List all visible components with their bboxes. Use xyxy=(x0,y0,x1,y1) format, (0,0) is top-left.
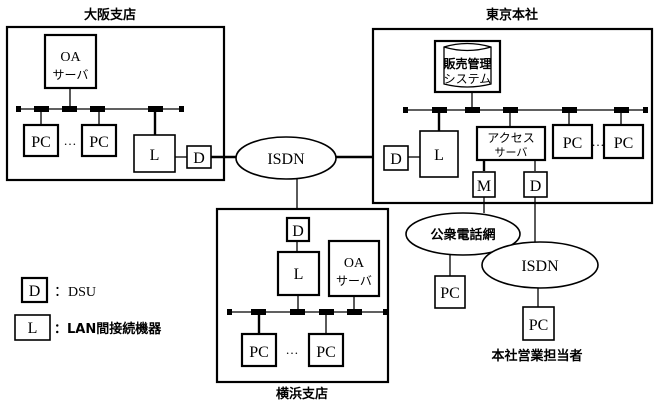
public-phone-ellipse xyxy=(405,212,521,256)
tokyo-d2-label: D xyxy=(530,178,542,195)
osaka-pc-1: PC xyxy=(22,123,60,158)
isdn-sales-label: ISDN xyxy=(521,258,559,275)
osaka-lan-device: L xyxy=(133,134,176,173)
tokyo-dsu: D xyxy=(383,145,409,171)
tokyo-pc-2: PC xyxy=(602,123,645,160)
yokohama-pc-2: PC xyxy=(307,332,345,368)
remote-pc-isdn: PC xyxy=(522,306,555,341)
yokohama-oa-server: OA サーバ xyxy=(327,239,381,298)
tokyo-pc-label: PC xyxy=(563,135,583,152)
legend-item-lan: L ：LAN間接続機器 xyxy=(14,314,162,341)
isdn-sales-cloud: ISDN xyxy=(481,241,599,289)
tokyo-lan-device: L xyxy=(419,130,459,178)
osaka-dsu: D xyxy=(186,145,212,169)
modem-label: M xyxy=(477,178,491,195)
osaka-pc-2: PC xyxy=(80,123,118,158)
public-phone-label: 公衆電話網 xyxy=(430,227,495,243)
yokohama-pc-box xyxy=(307,332,345,368)
osaka-l-box xyxy=(133,134,176,173)
yokohama-d-label: D xyxy=(292,223,304,240)
legend-d-symbol: D xyxy=(29,283,41,300)
legend-l-text: ：LAN間接続機器 xyxy=(54,321,162,337)
sales-system-box xyxy=(433,39,502,94)
yokohama-pc-box xyxy=(240,332,278,368)
sales-system-label-2: システム xyxy=(444,72,492,86)
osaka-oa-server: OA サーバ xyxy=(43,33,98,90)
yokohama-pc-1: PC xyxy=(240,332,278,368)
public-phone-network: 公衆電話網 xyxy=(405,212,521,256)
tokyo-dsu-isdn: D xyxy=(523,171,548,198)
yokohama-server-label: サーバ xyxy=(336,274,372,288)
tokyo-d-box xyxy=(383,145,409,171)
tokyo-title: 東京本社 xyxy=(486,7,538,23)
legend-d-box xyxy=(20,276,49,304)
tokyo-l-label: L xyxy=(434,147,444,164)
osaka-pc-label: PC xyxy=(31,134,51,151)
yokohama-bus-tap xyxy=(290,309,305,315)
yokohama-pc-label: PC xyxy=(249,344,269,361)
osaka-d-label: D xyxy=(193,150,205,167)
tokyo-pc-box xyxy=(602,123,645,160)
tokyo-bus-terminator xyxy=(643,107,648,113)
tokyo-pc-1: PC xyxy=(551,123,594,160)
osaka-l-label: L xyxy=(150,147,160,164)
yokohama-oa-label: OA xyxy=(344,256,365,271)
yokohama-lan-device: L xyxy=(276,250,321,297)
database-cylinder-top xyxy=(443,46,492,52)
remote-pc-box xyxy=(522,306,555,341)
osaka-server-label: サーバ xyxy=(53,68,89,82)
yokohama-bus-terminator xyxy=(383,309,387,315)
remote-pc-box xyxy=(434,275,466,309)
access-server: アクセス サーバ xyxy=(475,125,547,162)
osaka-pc-ellipsis: … xyxy=(64,133,77,148)
access-server-label-1: アクセス xyxy=(487,131,534,145)
tokyo-pc-label: PC xyxy=(614,135,634,152)
access-server-box xyxy=(475,125,547,162)
legend-d-text: ：DSU xyxy=(54,285,96,300)
yokohama-title: 横浜支店 xyxy=(276,386,328,402)
tokyo-pc-ellipsis: … xyxy=(592,134,605,149)
tokyo-d-label: D xyxy=(390,151,402,168)
yokohama-dsu: D xyxy=(285,216,311,243)
yokohama-pc-label: PC xyxy=(316,344,336,361)
isdn-main-cloud: ISDN xyxy=(235,136,337,180)
yokohama-pc-ellipsis: … xyxy=(286,342,299,357)
osaka-pc-box xyxy=(80,123,118,158)
tokyo-bus-terminator xyxy=(403,107,408,113)
tokyo-bus-tap xyxy=(465,107,480,113)
osaka-bus-terminator xyxy=(16,106,21,112)
yokohama-bus-tap xyxy=(347,309,362,315)
remote-pc-phone: PC xyxy=(434,275,466,309)
isdn-sales-ellipse xyxy=(481,241,599,289)
sales-management-system: 販売管理 システム xyxy=(433,39,502,94)
osaka-bus-tap xyxy=(90,106,105,112)
database-cylinder-icon xyxy=(443,42,492,88)
osaka-bus-terminator xyxy=(179,106,184,112)
isdn-main-label: ISDN xyxy=(267,151,305,168)
yokohama-d-box xyxy=(285,216,311,243)
tokyo-pc-box xyxy=(551,123,594,160)
yokohama-l-label: L xyxy=(294,266,304,283)
legend-item-dsu: D ：DSU xyxy=(20,276,96,304)
osaka-bus-tap xyxy=(62,106,77,112)
osaka-pc-box xyxy=(22,123,60,158)
sales-staff-label: 本社営業担当者 xyxy=(491,348,582,364)
sales-system-label-1: 販売管理 xyxy=(443,56,491,71)
tokyo-modem: M xyxy=(472,171,496,198)
legend-l-symbol: L xyxy=(28,320,38,337)
yokohama-bus-terminator xyxy=(227,309,232,315)
remote-pc-label: PC xyxy=(529,317,549,334)
osaka-oa-label: OA xyxy=(60,50,81,65)
remote-pc-label: PC xyxy=(440,285,460,302)
legend: D ：DSU L ：LAN間接続機器 xyxy=(14,276,162,341)
tokyo-l-box xyxy=(419,130,459,178)
tokyo-hq-box xyxy=(371,27,654,205)
legend-l-box xyxy=(14,314,51,341)
osaka-title: 大阪支店 xyxy=(84,7,136,23)
access-server-label-2: サーバ xyxy=(495,146,528,159)
osaka-pc-label: PC xyxy=(89,134,109,151)
